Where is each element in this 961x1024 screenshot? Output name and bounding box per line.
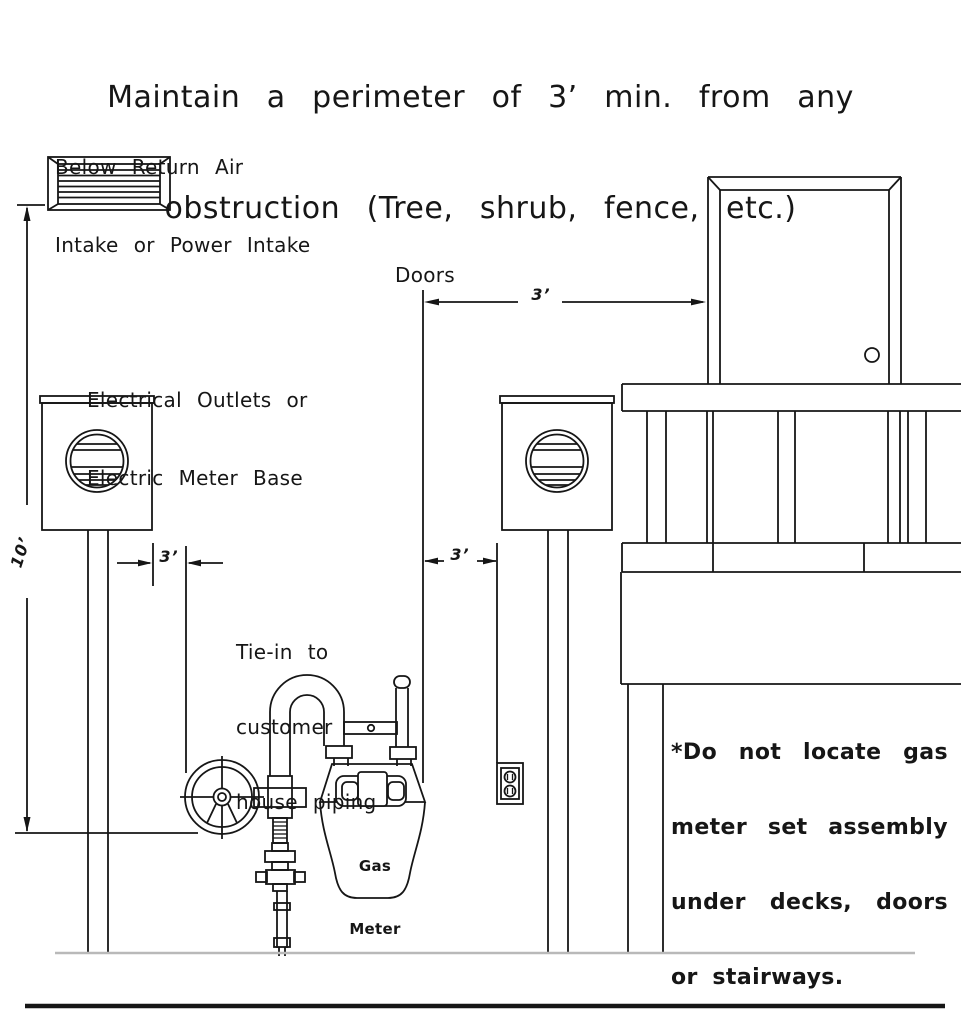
electrical-label: Electrical Outlets or Electric Meter Bas… [87, 388, 308, 490]
height-dimension-10ft [15, 204, 198, 834]
meter-bracket [343, 721, 398, 735]
title-line-1: Maintain a perimeter of 3’ min. from any [107, 80, 854, 115]
vent-pipe-cap [393, 675, 411, 689]
clearance-dimension-right-3ft [422, 290, 498, 783]
tie-in-label: Tie-in to customer house piping [236, 640, 377, 814]
electrical-outlet [496, 762, 524, 805]
air-intake-label: Below Return Air Intake or Power Intake [55, 155, 311, 257]
deck [620, 383, 961, 953]
door-clearance-dimension-3ft [424, 298, 706, 306]
page-title: Maintain a perimeter of 3’ min. from any… [0, 5, 961, 301]
air-intake-vent [47, 156, 171, 211]
electric-meter-right [499, 395, 615, 954]
dim-label-left-3ft: 3’ [159, 547, 179, 566]
service-valve-wheel [180, 756, 264, 839]
door-knob [864, 347, 880, 363]
clearance-dimension-left-3ft [117, 543, 223, 773]
title-line-2: obstruction (Tree, shrub, fence, etc.) [164, 191, 797, 226]
dim-label-doors-3ft: 3’ [531, 285, 551, 304]
swan-neck-pipe [269, 674, 345, 776]
gas-meter-label: Gas Meter [349, 857, 401, 938]
dim-label-right-3ft: 3’ [450, 545, 470, 564]
warning-note: *Do not locate gas meter set assembly un… [671, 740, 948, 990]
gas-meter-assembly [180, 674, 427, 956]
doors-label: Doors [395, 263, 456, 287]
door [707, 176, 902, 384]
